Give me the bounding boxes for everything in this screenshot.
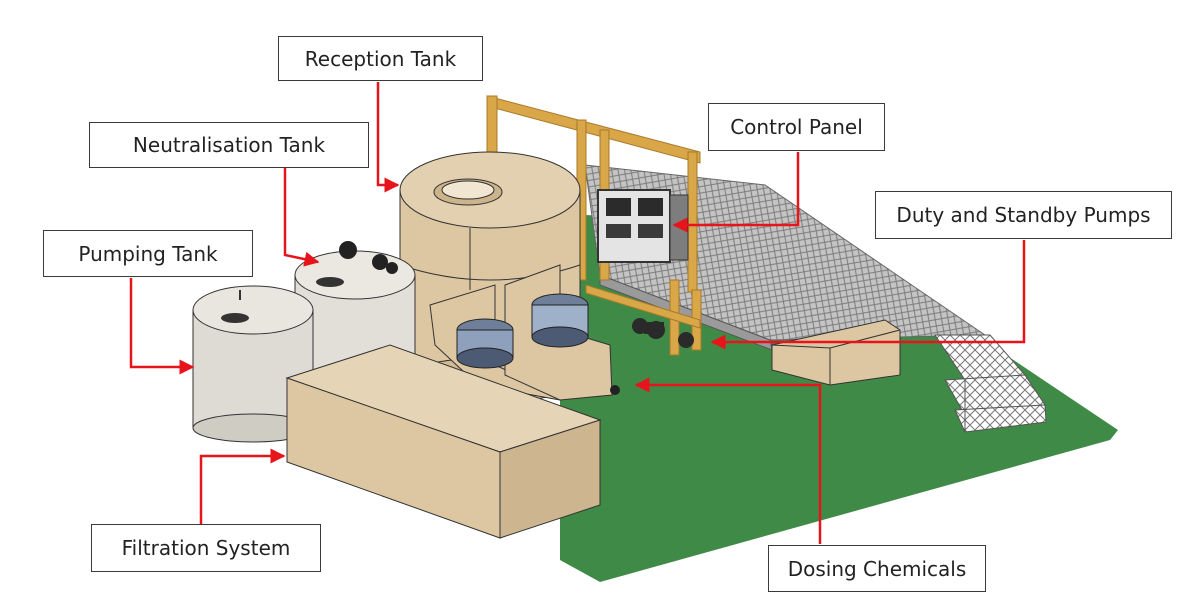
leader-neutralisation-tank bbox=[283, 168, 320, 267]
label-filtration-system: Filtration System bbox=[91, 524, 321, 572]
dosing-tanks bbox=[429, 264, 620, 401]
label-control-panel-text: Control Panel bbox=[730, 115, 863, 139]
label-reception-tank: Reception Tank bbox=[278, 36, 483, 81]
label-control-panel: Control Panel bbox=[708, 103, 885, 151]
filtration-system bbox=[285, 344, 602, 539]
leader-duty-standby-pumps bbox=[710, 240, 1026, 350]
label-neutralisation-tank: Neutralisation Tank bbox=[89, 122, 369, 168]
label-dosing-chemicals-text: Dosing Chemicals bbox=[787, 556, 967, 581]
label-duty-standby-pumps-text: Duty and Standby Pumps bbox=[896, 203, 1151, 227]
label-neutralisation-tank-text: Neutralisation Tank bbox=[132, 133, 326, 157]
leader-dosing-chemicals bbox=[634, 377, 822, 544]
label-pumping-tank: Pumping Tank bbox=[43, 230, 253, 277]
label-pumping-tank-text: Pumping Tank bbox=[78, 241, 218, 266]
leader-filtration-system bbox=[199, 448, 286, 524]
timber-frame bbox=[486, 95, 702, 356]
leader-reception-tank bbox=[376, 82, 400, 193]
label-filtration-system-text: Filtration System bbox=[121, 536, 291, 560]
pumps bbox=[632, 318, 694, 348]
label-reception-tank-text: Reception Tank bbox=[304, 46, 457, 71]
label-dosing-chemicals: Dosing Chemicals bbox=[768, 545, 986, 592]
storage-box bbox=[771, 319, 901, 386]
leader-lines bbox=[129, 82, 1026, 544]
leader-control-panel bbox=[672, 152, 800, 233]
leader-pumping-tank bbox=[129, 278, 195, 375]
label-duty-standby-pumps: Duty and Standby Pumps bbox=[875, 191, 1172, 239]
